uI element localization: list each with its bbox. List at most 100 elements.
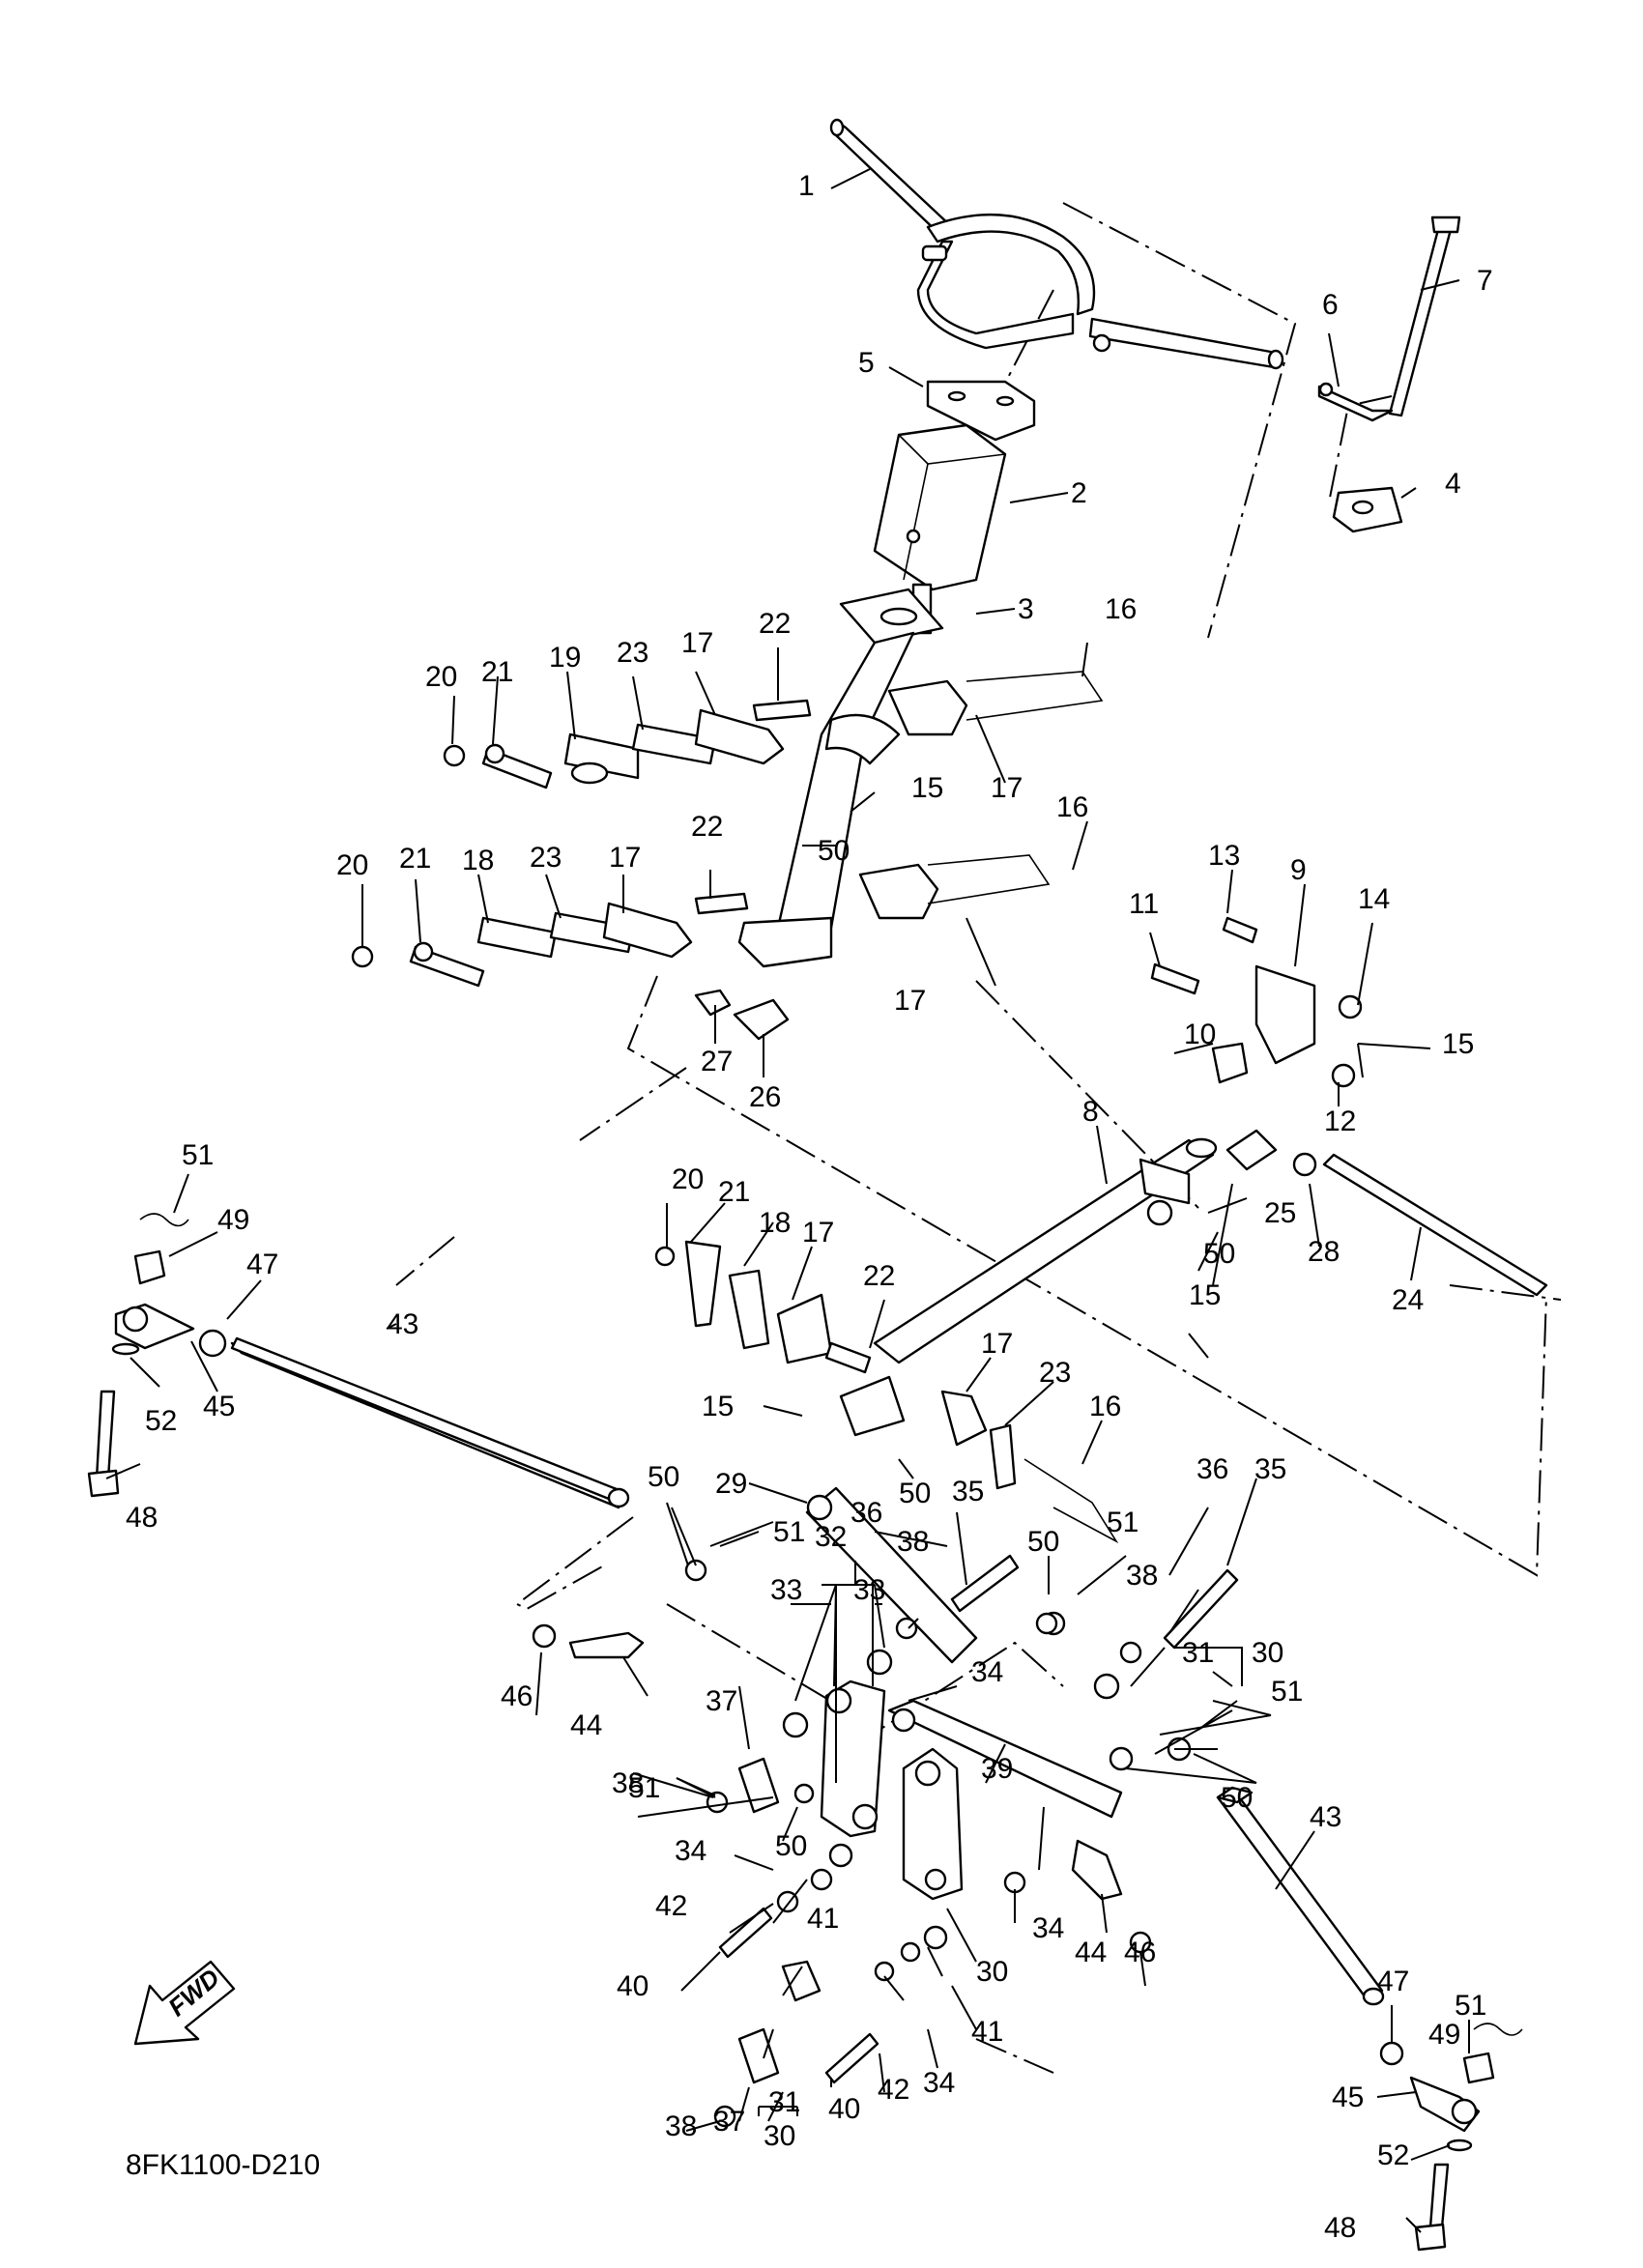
callout-18a: 18 bbox=[462, 845, 494, 876]
relay-arm bbox=[805, 1486, 978, 1664]
nut bbox=[1109, 1746, 1134, 1771]
callout-20a: 20 bbox=[425, 661, 457, 693]
bushing bbox=[828, 1843, 853, 1868]
callout-30c: 30 bbox=[764, 2120, 795, 2152]
callout-18b: 18 bbox=[759, 1207, 791, 1239]
handlebar-assembly bbox=[737, 118, 1461, 968]
callout-38b: 38 bbox=[1126, 1560, 1158, 1592]
callout-1: 1 bbox=[798, 170, 815, 202]
callout-38a: 38 bbox=[897, 1526, 929, 1558]
callout-50e: 50 bbox=[1027, 1526, 1059, 1558]
callout-3: 3 bbox=[1018, 593, 1034, 625]
callout-41b: 41 bbox=[971, 2016, 1003, 2048]
nut bbox=[1338, 994, 1363, 1019]
bolt bbox=[718, 1907, 773, 1959]
callout-40a: 40 bbox=[617, 1970, 649, 2002]
callout-47a: 47 bbox=[246, 1249, 278, 1280]
callout-51d: 51 bbox=[1271, 1676, 1303, 1708]
callout-22c: 22 bbox=[863, 1260, 895, 1292]
arm bbox=[602, 902, 693, 959]
nut bbox=[133, 1249, 166, 1285]
callout-50a: 50 bbox=[818, 835, 850, 867]
bolt bbox=[1222, 916, 1258, 944]
callout-46a: 46 bbox=[501, 1680, 533, 1712]
collar bbox=[866, 1649, 893, 1676]
callout-34c: 34 bbox=[1032, 1912, 1064, 1944]
tie-rod bbox=[1322, 1153, 1548, 1297]
tie-rod-end bbox=[733, 998, 790, 1041]
u-bolt bbox=[1023, 1458, 1119, 1544]
callout-7: 7 bbox=[1477, 265, 1493, 297]
callout-20b: 20 bbox=[336, 849, 368, 881]
callout-52b: 52 bbox=[1377, 2139, 1409, 2171]
callout-25: 25 bbox=[1264, 1197, 1296, 1229]
bushing bbox=[782, 1711, 809, 1738]
callout-44b: 44 bbox=[1075, 1937, 1107, 1968]
collar bbox=[737, 2027, 780, 2084]
callout-10: 10 bbox=[1184, 1019, 1216, 1050]
callout-21b: 21 bbox=[399, 843, 431, 875]
nut bbox=[684, 1559, 707, 1582]
callout-11: 11 bbox=[1129, 888, 1159, 920]
clamp bbox=[776, 1293, 833, 1364]
nut bbox=[1379, 2041, 1404, 2066]
callout-22a: 22 bbox=[759, 608, 791, 640]
callout-50c: 50 bbox=[899, 1478, 931, 1509]
callout-31b: 31 bbox=[768, 2086, 800, 2118]
bolt bbox=[824, 2032, 879, 2084]
callout-9: 9 bbox=[1290, 854, 1307, 886]
pitman-linkage bbox=[532, 1486, 1239, 2128]
callout-33a: 33 bbox=[770, 1574, 802, 1606]
callout-14: 14 bbox=[1358, 883, 1390, 915]
bolt bbox=[95, 1390, 116, 1480]
nut bbox=[351, 945, 374, 968]
tie-rod-end bbox=[1071, 1839, 1123, 1901]
callout-21c: 21 bbox=[718, 1176, 750, 1208]
tie-rod-end bbox=[568, 1631, 645, 1659]
tie-rod bbox=[1216, 1786, 1384, 2002]
tie-rod-end bbox=[684, 1240, 722, 1328]
center-link bbox=[887, 1699, 1123, 1819]
callout-44a: 44 bbox=[570, 1709, 602, 1741]
callout-38c: 38 bbox=[612, 1767, 644, 1799]
callout-17e: 17 bbox=[802, 1217, 834, 1249]
bolt bbox=[1163, 1568, 1239, 1650]
bolt bbox=[1428, 2163, 1450, 2229]
callout-35a: 35 bbox=[952, 1476, 984, 1507]
nut bbox=[1035, 1612, 1058, 1635]
washer bbox=[111, 1342, 140, 1356]
nut bbox=[793, 1783, 815, 1804]
callout-16b: 16 bbox=[1056, 791, 1088, 823]
callout-27: 27 bbox=[701, 1046, 733, 1077]
callout-15a: 15 bbox=[1442, 1028, 1474, 1060]
pin bbox=[752, 699, 812, 722]
callout-34d: 34 bbox=[923, 2067, 955, 2099]
washer bbox=[900, 1941, 921, 1963]
callout-24: 24 bbox=[1392, 1284, 1424, 1316]
middle-arm-set bbox=[351, 854, 1051, 1041]
callout-52a: 52 bbox=[145, 1405, 177, 1437]
callout-28: 28 bbox=[1308, 1236, 1340, 1268]
callout-17d: 17 bbox=[894, 985, 926, 1017]
handlebar bbox=[834, 119, 954, 239]
callout-41a: 41 bbox=[807, 1903, 839, 1935]
nut bbox=[1331, 1063, 1356, 1088]
upper-arm-set bbox=[443, 671, 1104, 789]
callout-21a: 21 bbox=[481, 656, 513, 688]
assembly-lines bbox=[395, 202, 1562, 2074]
callout-32: 32 bbox=[815, 1521, 847, 1553]
nut bbox=[1146, 1199, 1173, 1226]
callout-22b: 22 bbox=[691, 811, 723, 843]
idler-arm bbox=[902, 1747, 964, 1901]
callout-15d: 15 bbox=[702, 1391, 734, 1422]
pin bbox=[694, 892, 749, 915]
callout-49a: 49 bbox=[217, 1204, 249, 1236]
callout-16a: 16 bbox=[1105, 593, 1137, 625]
collar bbox=[923, 1925, 948, 1950]
arm bbox=[694, 708, 785, 765]
nut bbox=[443, 744, 466, 767]
callout-51f: 51 bbox=[1455, 1990, 1486, 2022]
nut bbox=[654, 1246, 676, 1267]
callout-34b: 34 bbox=[675, 1835, 706, 1867]
